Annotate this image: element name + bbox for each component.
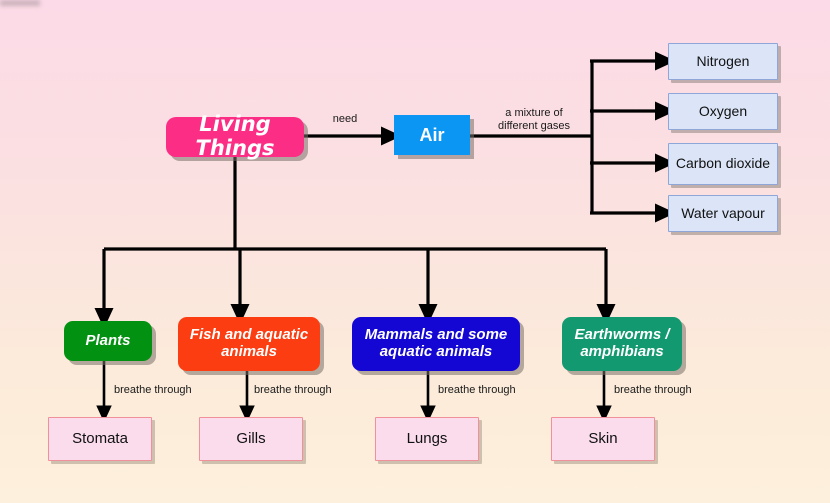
- edge-label-breathe-through-mammals: breathe through: [438, 384, 516, 396]
- node-nitrogen[interactable]: Nitrogen: [668, 43, 778, 80]
- node-mammals-and-some-aquatic-animals[interactable]: Mammals and some aquatic animals: [352, 317, 520, 371]
- node-gills-label: Gills: [236, 429, 266, 447]
- node-nitrogen-label: Nitrogen: [696, 52, 750, 69]
- node-earthworms-amphibians[interactable]: Earthworms / amphibians: [562, 317, 682, 371]
- node-gills[interactable]: Gills: [199, 417, 303, 461]
- node-lungs-label: Lungs: [406, 429, 448, 447]
- node-stomata-label: Stomata: [72, 429, 128, 447]
- node-lungs[interactable]: Lungs: [375, 417, 479, 461]
- node-fish-label: Fish and aquatic animals: [189, 326, 309, 360]
- edge-label-breathe-through-fish: breathe through: [254, 384, 332, 396]
- edge-label-mixture-of-different-gases: a mixture of different gases: [498, 107, 570, 132]
- node-plants[interactable]: Plants: [64, 321, 152, 361]
- node-air-label: Air: [419, 124, 445, 145]
- node-skin[interactable]: Skin: [551, 417, 655, 461]
- node-oxygen[interactable]: Oxygen: [668, 93, 778, 130]
- node-living-things[interactable]: Living Things: [166, 113, 304, 160]
- node-carbon-dioxide-label: Carbon dioxide: [675, 155, 771, 172]
- node-mammals-label: Mammals and some aquatic animals: [364, 326, 508, 360]
- top-bar-fragment: [0, 0, 40, 6]
- node-skin-label: Skin: [588, 429, 618, 447]
- edge-label-breathe-through-plants: breathe through: [114, 384, 192, 396]
- node-fish-and-aquatic-animals[interactable]: Fish and aquatic animals: [178, 317, 320, 371]
- node-carbon-dioxide[interactable]: Carbon dioxide: [668, 143, 778, 185]
- node-earthworms-label: Earthworms / amphibians: [574, 326, 670, 360]
- node-oxygen-label: Oxygen: [698, 102, 748, 119]
- edge-label-breathe-through-earthworms: breathe through: [614, 384, 692, 396]
- node-water-vapour-label: Water vapour: [681, 204, 765, 221]
- node-plants-label: Plants: [85, 331, 131, 349]
- node-air[interactable]: Air: [394, 115, 470, 155]
- edge-label-need: need: [332, 113, 358, 125]
- node-water-vapour[interactable]: Water vapour: [668, 195, 778, 232]
- node-stomata[interactable]: Stomata: [48, 417, 152, 461]
- node-living-things-label: Living Things: [195, 112, 275, 160]
